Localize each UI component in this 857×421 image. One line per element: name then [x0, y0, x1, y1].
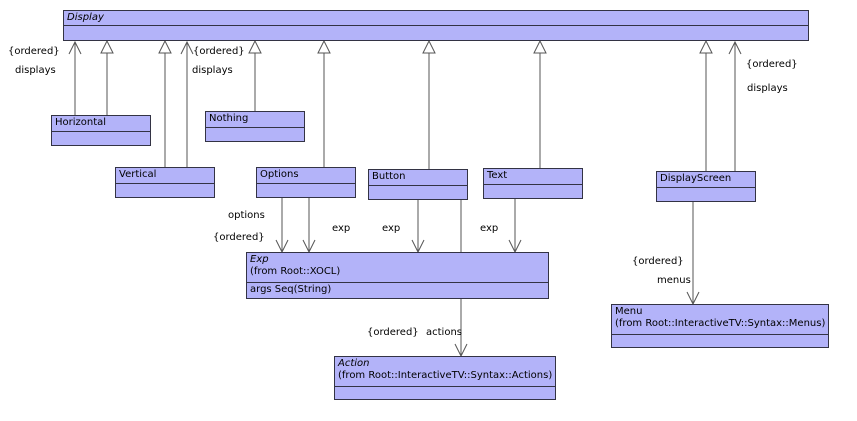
association-options-exp — [302, 198, 316, 254]
class-package: (from Root::XOCL) — [250, 266, 341, 277]
inheritance-arrowhead — [533, 39, 547, 54]
inheritance-arrowhead — [422, 39, 436, 54]
inheritance-arrowhead — [100, 39, 114, 54]
association-displayscreen-menus — [686, 202, 700, 306]
class-text[interactable]: Text — [483, 168, 583, 199]
multiplicity-label: {ordered} — [193, 46, 245, 57]
multiplicity-label: {ordered} — [213, 232, 265, 243]
class-nothing[interactable]: Nothing — [205, 111, 305, 142]
role-label: options — [228, 210, 265, 221]
class-displayscreen[interactable]: DisplayScreen — [656, 171, 756, 202]
association-options-ordered — [275, 198, 289, 254]
association-text-exp — [508, 199, 522, 254]
class-name: DisplayScreen — [660, 173, 732, 184]
role-label: displays — [15, 65, 56, 76]
class-attribute: args Seq(String) — [250, 284, 332, 295]
multiplicity-label: {ordered} — [8, 46, 60, 57]
association-button-exp — [411, 200, 425, 254]
class-vertical[interactable]: Vertical — [115, 167, 215, 198]
role-label: exp — [480, 223, 499, 234]
class-name: Horizontal — [55, 117, 107, 128]
class-action[interactable]: Action (from Root::InteractiveTV::Syntax… — [334, 356, 556, 400]
association-horizontal-displays — [68, 40, 82, 115]
role-label: displays — [747, 83, 788, 94]
class-name: Exp — [250, 254, 269, 265]
inheritance-arrowhead — [248, 39, 262, 54]
class-exp[interactable]: Exp (from Root::XOCL) args Seq(String) — [246, 252, 549, 299]
class-name: Nothing — [209, 113, 249, 124]
inheritance-arrowhead — [158, 39, 172, 54]
multiplicity-label: {ordered} — [367, 327, 419, 338]
class-name: Options — [260, 169, 299, 180]
class-name: Button — [372, 171, 406, 182]
class-menu[interactable]: Menu (from Root::InteractiveTV::Syntax::… — [611, 304, 829, 348]
class-options[interactable]: Options — [256, 167, 356, 198]
inheritance-arrowhead — [317, 39, 331, 54]
class-name: Action — [338, 358, 370, 369]
role-label: exp — [382, 223, 401, 234]
class-name: Display — [67, 12, 104, 23]
class-package: (from Root::InteractiveTV::Syntax::Actio… — [338, 370, 553, 381]
association-vertical-displays — [180, 40, 194, 167]
class-name: Vertical — [119, 169, 157, 180]
class-display[interactable]: Display — [63, 10, 809, 41]
multiplicity-label: {ordered} — [746, 59, 798, 70]
class-name: Menu — [615, 306, 643, 317]
association-displayscreen-displays — [728, 40, 742, 171]
class-package: (from Root::InteractiveTV::Syntax::Menus… — [615, 318, 826, 329]
role-label: exp — [332, 223, 351, 234]
multiplicity-label: {ordered} — [632, 256, 684, 267]
inheritance-arrowhead — [699, 39, 713, 54]
role-label: actions — [426, 327, 462, 338]
class-horizontal[interactable]: Horizontal — [51, 115, 151, 146]
class-name: Text — [487, 170, 508, 181]
role-label: menus — [657, 275, 691, 286]
role-label: displays — [192, 65, 233, 76]
class-button[interactable]: Button — [368, 169, 468, 200]
